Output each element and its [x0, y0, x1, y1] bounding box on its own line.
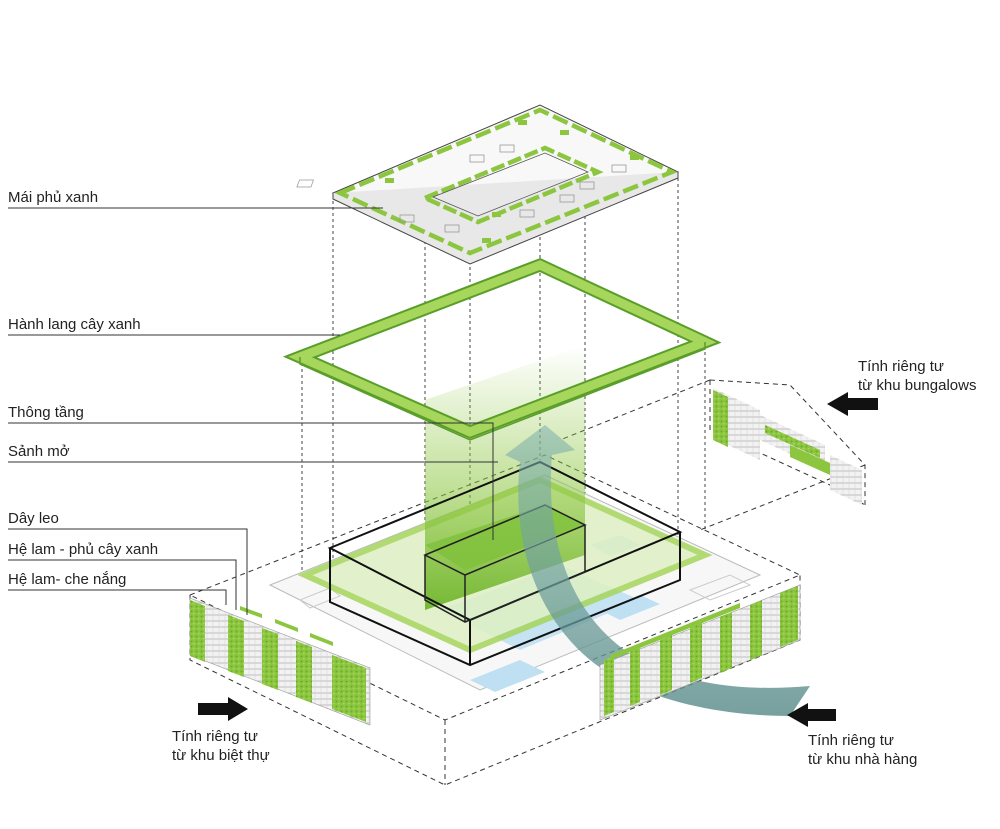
- note-line: Tính riêng tư: [808, 732, 894, 749]
- void-box: [423, 504, 587, 623]
- right-louver-facade: [599, 584, 801, 721]
- left-louver-facade: [189, 597, 371, 726]
- label-green-corridor: Hành lang cây xanh: [8, 316, 141, 333]
- label-louver-shade: Hệ lam- che nắng: [8, 571, 127, 588]
- curved-airflow-arrow: [505, 425, 810, 716]
- open-lobby-box: [327, 460, 683, 667]
- leader-lines: [8, 207, 498, 615]
- black-arrow-icon: [198, 697, 248, 721]
- privacy-arrows: [198, 392, 878, 727]
- note-line: từ khu nhà hàng: [808, 751, 918, 768]
- note-privacy-bungalows: Tính riêng tư từ khu bungalows: [858, 357, 976, 395]
- label-louver-green: Hệ lam - phủ cây xanh: [8, 541, 159, 558]
- label-green-roof: Mái phủ xanh: [8, 189, 99, 206]
- note-line: từ khu bungalows: [858, 377, 977, 394]
- note-privacy-restaurant: Tính riêng tư từ khu nhà hàng: [808, 731, 917, 769]
- label-open-lobby: Sảnh mở: [8, 443, 70, 460]
- note-line: từ khu biệt thự: [172, 747, 270, 764]
- label-vines: Dây leo: [8, 510, 59, 527]
- label-void: Thông tầng: [8, 404, 84, 421]
- note-line: Tính riêng tư: [172, 728, 258, 745]
- note-line: Tính riêng tư: [858, 358, 944, 375]
- green-roof: [296, 104, 680, 265]
- black-arrow-icon: [787, 703, 836, 727]
- note-privacy-villas: Tính riêng tư từ khu biệt thự: [172, 727, 270, 765]
- green-corridor-ring: [282, 257, 722, 441]
- bungalow-louver-panels: [713, 388, 862, 505]
- black-arrow-icon: [827, 392, 878, 416]
